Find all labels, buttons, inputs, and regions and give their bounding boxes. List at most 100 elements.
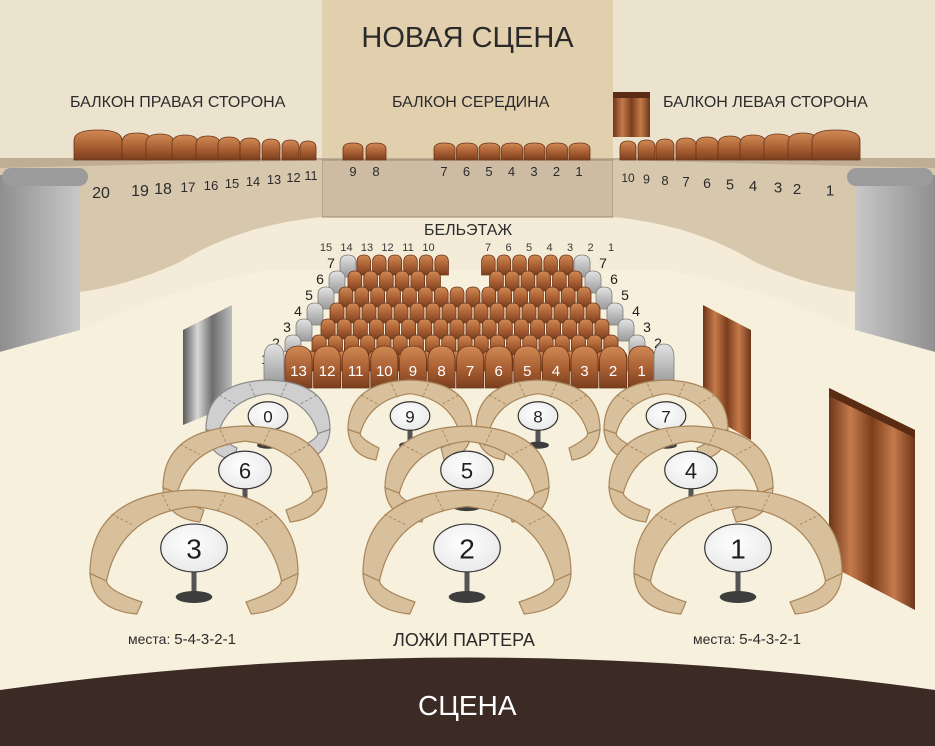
beletage-front-seat-5[interactable] xyxy=(513,345,542,389)
balcony-right-seat-12[interactable] xyxy=(281,139,300,161)
beletage-seat-r5-7[interactable] xyxy=(449,286,465,308)
beletage-seat-r7-4[interactable] xyxy=(418,254,434,276)
beletage-seat-r4-5[interactable] xyxy=(409,302,425,324)
beletage-seat-r4-14[interactable] xyxy=(553,302,569,324)
beletage-seat-r4-13[interactable] xyxy=(537,302,553,324)
beletage-seat-r6-9[interactable] xyxy=(489,270,504,292)
beletage-front-seat-10[interactable] xyxy=(370,345,399,389)
beletage-seat-r5-6[interactable] xyxy=(433,286,449,308)
balcony-right-seat-18[interactable] xyxy=(145,133,175,161)
beletage-seat-r6-12[interactable] xyxy=(536,270,551,292)
beletage-row-end-right-5[interactable] xyxy=(595,286,613,310)
beletage-seat-r4-15[interactable] xyxy=(569,302,585,324)
beletage-seat-r5-9[interactable] xyxy=(481,286,497,308)
beletage-seat-r7-0[interactable] xyxy=(356,254,371,276)
beletage-row-end-right-4[interactable] xyxy=(606,302,624,326)
beletage-seat-r7-11[interactable] xyxy=(527,254,543,276)
beletage-seat-r7-2[interactable] xyxy=(387,254,403,276)
balcony-left-seat-7[interactable] xyxy=(675,137,697,161)
balcony-middle-seat-2[interactable] xyxy=(546,142,568,161)
beletage-seat-r7-13[interactable] xyxy=(559,254,574,276)
beletage-seat-r4-16[interactable] xyxy=(585,302,601,324)
balcony-middle-seat-4[interactable] xyxy=(501,142,523,161)
beletage-seat-r7-12[interactable] xyxy=(543,254,558,276)
beletage-seat-r6-10[interactable] xyxy=(504,270,520,292)
beletage-front-seat-7[interactable] xyxy=(456,345,484,389)
beletage-seat-r4-3[interactable] xyxy=(377,302,393,324)
beletage-seat-r7-10[interactable] xyxy=(512,254,527,276)
beletage-seat-r4-12[interactable] xyxy=(521,302,537,324)
beletage-seat-r6-11[interactable] xyxy=(520,270,536,292)
beletage-seat-r6-0[interactable] xyxy=(347,270,363,292)
beletage-seat-r3-7[interactable] xyxy=(433,318,449,340)
beletage-seat-r3-4[interactable] xyxy=(385,318,400,340)
beletage-seat-r5-2[interactable] xyxy=(370,286,386,308)
balcony-left-seat-9[interactable] xyxy=(637,139,656,161)
beletage-seat-r7-5[interactable] xyxy=(434,254,449,276)
balcony-right-seat-14[interactable] xyxy=(239,137,261,161)
beletage-seat-r3-12[interactable] xyxy=(513,318,529,340)
balcony-left-seat-8[interactable] xyxy=(655,138,675,161)
balcony-left-seat-10[interactable] xyxy=(619,140,637,161)
beletage-seat-r5-14[interactable] xyxy=(560,286,576,308)
beletage-seat-r5-5[interactable] xyxy=(417,286,433,308)
beletage-seat-r5-13[interactable] xyxy=(544,286,560,308)
beletage-seat-r4-10[interactable] xyxy=(489,302,505,324)
beletage-row-end-left-4[interactable] xyxy=(306,302,324,326)
beletage-seat-r6-14[interactable] xyxy=(567,270,583,292)
beletage-seat-r3-13[interactable] xyxy=(530,318,545,340)
beletage-row-end-left-6[interactable] xyxy=(328,270,346,294)
balcony-middle-seat-7[interactable] xyxy=(433,142,456,161)
beletage-seat-r3-16[interactable] xyxy=(578,318,594,340)
beletage-row-end-left-5[interactable] xyxy=(317,286,335,310)
beletage-seat-r6-3[interactable] xyxy=(394,270,410,292)
beletage-seat-r3-14[interactable] xyxy=(546,318,562,340)
beletage-seat-r3-9[interactable] xyxy=(465,318,481,340)
beletage-seat-r6-5[interactable] xyxy=(426,270,441,292)
beletage-front-seat-3[interactable] xyxy=(570,345,599,389)
beletage-seat-r5-1[interactable] xyxy=(354,286,370,308)
beletage-front-seat-12[interactable] xyxy=(313,345,341,389)
beletage-seat-r3-10[interactable] xyxy=(481,318,497,340)
beletage-seat-r4-6[interactable] xyxy=(425,302,441,324)
beletage-seat-r6-2[interactable] xyxy=(379,270,394,292)
beletage-front-seat-11[interactable] xyxy=(341,345,370,389)
beletage-front-seat-13[interactable] xyxy=(284,345,313,389)
beletage-seat-r3-5[interactable] xyxy=(401,318,417,340)
beletage-front-end-right[interactable] xyxy=(653,343,675,385)
balcony-left-seat-1[interactable] xyxy=(811,129,861,161)
beletage-seat-r5-3[interactable] xyxy=(386,286,401,308)
beletage-seat-r6-1[interactable] xyxy=(363,270,378,292)
beletage-seat-r4-4[interactable] xyxy=(393,302,409,324)
balcony-right-seat-17[interactable] xyxy=(171,134,199,161)
beletage-seat-r4-7[interactable] xyxy=(441,302,457,324)
balcony-right-seat-13[interactable] xyxy=(261,138,281,161)
beletage-seat-r5-4[interactable] xyxy=(402,286,417,308)
balcony-left-seat-4[interactable] xyxy=(739,134,767,161)
beletage-seat-r4-2[interactable] xyxy=(361,302,377,324)
beletage-seat-r5-12[interactable] xyxy=(529,286,544,308)
beletage-seat-r5-8[interactable] xyxy=(465,286,481,308)
beletage-front-seat-2[interactable] xyxy=(599,345,627,389)
beletage-seat-r4-11[interactable] xyxy=(505,302,521,324)
beletage-seat-r3-3[interactable] xyxy=(368,318,384,340)
beletage-seat-r5-10[interactable] xyxy=(497,286,513,308)
beletage-seat-r4-0[interactable] xyxy=(329,302,345,324)
beletage-seat-r5-0[interactable] xyxy=(338,286,354,308)
beletage-seat-r3-2[interactable] xyxy=(352,318,368,340)
beletage-seat-r4-8[interactable] xyxy=(457,302,473,324)
beletage-seat-r7-9[interactable] xyxy=(496,254,512,276)
beletage-front-seat-4[interactable] xyxy=(542,345,570,389)
beletage-seat-r7-8[interactable] xyxy=(481,254,496,276)
beletage-row-end-left-3[interactable] xyxy=(295,318,313,342)
beletage-seat-r3-6[interactable] xyxy=(417,318,433,340)
beletage-seat-r3-0[interactable] xyxy=(320,318,336,340)
beletage-seat-r7-3[interactable] xyxy=(403,254,418,276)
beletage-front-seat-6[interactable] xyxy=(484,345,513,389)
beletage-seat-r6-4[interactable] xyxy=(410,270,426,292)
beletage-seat-r5-11[interactable] xyxy=(513,286,528,308)
balcony-left-seat-6[interactable] xyxy=(695,136,719,161)
beletage-seat-r4-1[interactable] xyxy=(345,302,361,324)
balcony-middle-seat-8[interactable] xyxy=(365,142,387,161)
beletage-seat-r3-1[interactable] xyxy=(336,318,352,340)
